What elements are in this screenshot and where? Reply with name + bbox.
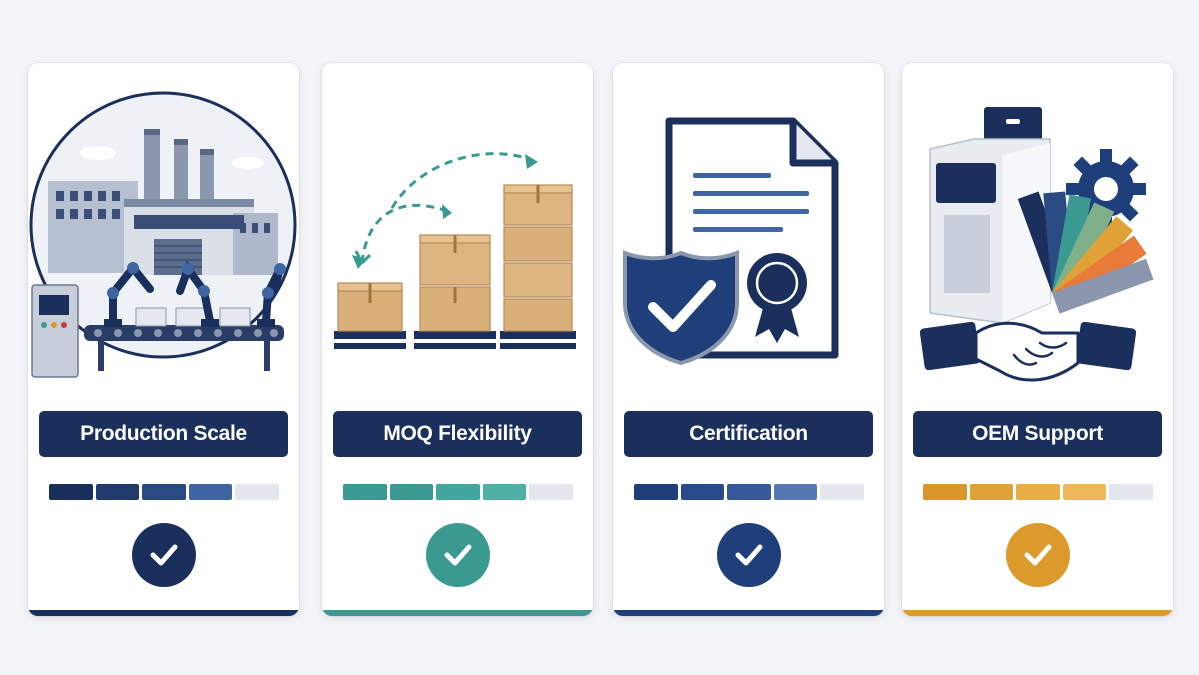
accent-bar <box>902 610 1173 616</box>
progress-meter <box>49 484 279 500</box>
progress-segment <box>142 484 186 500</box>
progress-segment <box>482 484 527 500</box>
progress-segment <box>923 484 967 500</box>
factory-icon <box>29 91 297 378</box>
progress-segment <box>188 484 233 500</box>
checkmark-icon <box>717 523 781 587</box>
progress-meter <box>634 484 864 500</box>
progress-segment <box>820 484 864 500</box>
progress-segment <box>1016 484 1060 500</box>
card-title: OEM Support <box>913 411 1162 457</box>
card-oem-support: OEM Support <box>902 63 1173 616</box>
progress-segment <box>529 484 573 500</box>
checkmark-icon <box>1006 523 1070 587</box>
accent-bar <box>322 610 593 616</box>
progress-segment <box>773 484 818 500</box>
card-title: MOQ Flexibility <box>333 411 582 457</box>
boxes-icon <box>334 152 576 349</box>
progress-segment <box>727 484 771 500</box>
progress-meter <box>923 484 1153 500</box>
checkmark-icon <box>132 523 196 587</box>
progress-segment <box>436 484 480 500</box>
progress-segment <box>235 484 279 500</box>
progress-segment <box>1109 484 1153 500</box>
progress-segment <box>343 484 387 500</box>
progress-segment <box>1062 484 1107 500</box>
progress-segment <box>969 484 1014 500</box>
progress-meter <box>343 484 573 500</box>
card-moq-flexibility: MOQ Flexibility <box>322 63 593 616</box>
certificate-shield-icon <box>623 117 839 366</box>
accent-bar <box>613 610 884 616</box>
progress-segment <box>389 484 434 500</box>
card-title: Production Scale <box>39 411 288 457</box>
oem-packaging-icon <box>919 107 1154 382</box>
card-certification: Certification <box>613 63 884 616</box>
accent-bar <box>28 610 299 616</box>
progress-segment <box>680 484 725 500</box>
progress-segment <box>95 484 140 500</box>
checkmark-icon <box>426 523 490 587</box>
progress-segment <box>49 484 93 500</box>
card-title: Certification <box>624 411 873 457</box>
card-production-scale: Production Scale <box>28 63 299 616</box>
progress-segment <box>634 484 678 500</box>
